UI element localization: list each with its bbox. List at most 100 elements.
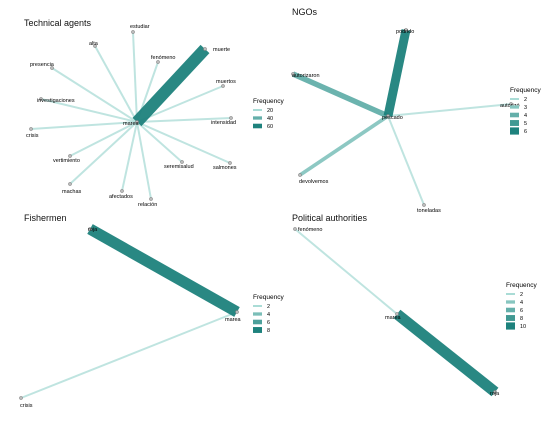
legend-label: 4 xyxy=(520,300,523,306)
edge-pescado-autorizó xyxy=(387,103,512,117)
node-roja xyxy=(88,227,92,231)
node-label-afectados: afectados xyxy=(109,194,133,200)
node-marea xyxy=(135,120,139,124)
edge-marea-machas xyxy=(69,121,138,185)
panel-title: Technical agents xyxy=(24,18,92,28)
node-alta xyxy=(93,44,97,48)
node-fenómeno xyxy=(293,227,297,231)
legend-label: 10 xyxy=(520,324,526,330)
node-label-podrido: podrido xyxy=(396,29,414,35)
legend-label: 8 xyxy=(520,316,523,322)
node-seremisalud xyxy=(180,160,184,164)
node-machas xyxy=(68,182,72,186)
edge-marea-crisis xyxy=(30,121,138,130)
node-presencia xyxy=(50,66,54,70)
edge-marea-estudiar xyxy=(132,31,138,123)
node-crisis xyxy=(29,127,33,131)
edge-marea-crisis xyxy=(20,311,238,399)
legend-label: 4 xyxy=(267,312,270,318)
node-label-muerte: muerte xyxy=(213,47,230,53)
node-devolvemos xyxy=(298,173,302,177)
node-intensidad xyxy=(229,116,233,120)
legend: Frequency 20 40 60 xyxy=(253,98,284,130)
legend-label: 2 xyxy=(267,304,270,310)
node-vertimiento xyxy=(68,154,72,158)
legend: Frequency 2 4 6 8 xyxy=(253,294,284,334)
node-autorizaron xyxy=(291,72,295,76)
node-label-crisis: crisis xyxy=(26,133,39,139)
legend-label: 40 xyxy=(267,116,273,122)
node-label-autorizó: autorizó xyxy=(500,103,520,109)
node-label-seremisalud: seremisalud xyxy=(164,164,194,170)
node-label-alta: alta xyxy=(89,41,99,47)
edge-marea-alta xyxy=(94,45,138,123)
node-label-marea: marea xyxy=(385,315,402,321)
edge-marea-vertimiento xyxy=(69,121,138,157)
node-fenómeno xyxy=(156,60,160,64)
edge-marea-presencia xyxy=(51,67,138,123)
node-label-relación: relación xyxy=(138,202,157,208)
node-salmones xyxy=(228,161,232,165)
nodes: pescadopodridoautorizaronautorizódevolve… xyxy=(291,28,520,214)
node-label-toneladas: toneladas xyxy=(417,208,441,214)
node-label-marea: marea xyxy=(225,317,242,323)
node-muerte xyxy=(203,47,207,51)
node-label-roja: roja xyxy=(88,227,98,233)
edge-marea-seremisalud xyxy=(136,121,183,163)
edge-marea-investigaciones xyxy=(40,98,138,123)
node-label-devolvemos: devolvemos xyxy=(299,179,329,185)
node-investigaciones xyxy=(39,97,43,101)
node-label-intensidad: intensidad xyxy=(211,120,236,126)
edge-marea-relación xyxy=(136,121,152,200)
edge-marea-fenómeno xyxy=(294,228,398,315)
legend-title: Frequency xyxy=(253,294,284,301)
node-label-vertimiento: vertimiento xyxy=(53,158,80,164)
node-label-presencia: presencia xyxy=(30,62,55,68)
node-label-pescado: pescado xyxy=(382,115,403,121)
panel-title: Political authorities xyxy=(292,213,368,223)
legend-label: 8 xyxy=(267,328,270,334)
node-label-fenómeno: fenómeno xyxy=(298,227,322,233)
legend-label: 60 xyxy=(267,124,273,130)
legend-label: 6 xyxy=(524,129,527,135)
node-label-roja: roja xyxy=(490,391,500,397)
legend-label: 2 xyxy=(520,292,523,298)
edges xyxy=(294,228,499,397)
legend-label: 3 xyxy=(524,105,527,111)
edges xyxy=(291,29,512,206)
legend-label: 5 xyxy=(524,121,527,127)
legend-label: 6 xyxy=(520,308,523,314)
panel-ngos: NGOs pescadopodridoautorizaronautorizóde… xyxy=(291,7,541,214)
edge-marea-muerte xyxy=(132,44,210,127)
node-pescado xyxy=(386,114,390,118)
node-label-investigaciones: investigaciones xyxy=(37,98,75,104)
edge-marea-salmones xyxy=(136,121,231,164)
panel-political-authorities: Political authorities fenómenomarearoja … xyxy=(292,213,537,397)
edges xyxy=(20,224,240,399)
panel-title: Fishermen xyxy=(24,213,67,223)
node-crisis xyxy=(19,396,23,400)
legend-label: 2 xyxy=(524,97,527,103)
node-marea xyxy=(395,312,399,316)
node-label-muertos: muertos xyxy=(216,79,236,85)
panel-technical-agents: Technical agents mareaestudiaraltafenóme… xyxy=(24,18,284,208)
node-relación xyxy=(149,197,153,201)
edge-pescado-podrido xyxy=(383,29,411,117)
node-roja xyxy=(493,390,497,394)
legend-title: Frequency xyxy=(253,98,284,105)
legend: Frequency 2 3 4 5 6 xyxy=(510,87,541,135)
legend-title: Frequency xyxy=(510,87,541,94)
legend-label: 4 xyxy=(524,113,527,119)
node-marea xyxy=(235,310,239,314)
edge-pescado-autorizaron xyxy=(291,71,390,119)
edge-roja-marea xyxy=(87,224,240,317)
edge-pescado-toneladas xyxy=(387,115,425,206)
edge-marea-roja xyxy=(393,309,499,397)
edge-pescado-devolvemos xyxy=(298,114,390,177)
node-toneladas xyxy=(422,203,426,207)
legend-label: 20 xyxy=(267,108,273,114)
legend-label: 6 xyxy=(267,320,270,326)
